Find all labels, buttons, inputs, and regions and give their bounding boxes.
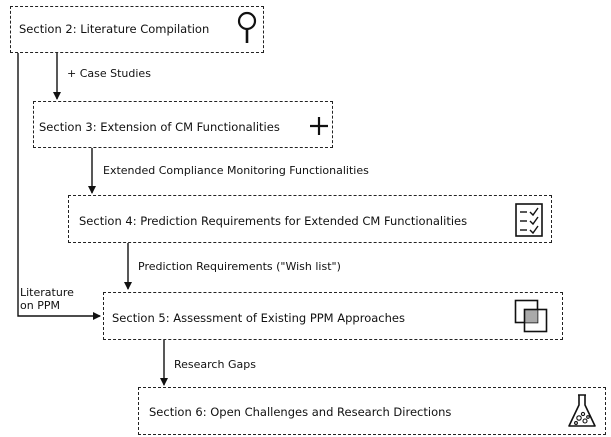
edge-label-case-studies: + Case Studies xyxy=(67,67,151,80)
section-3-label: Section 3: Extension of CM Functionaliti… xyxy=(39,120,280,134)
magnifier-icon xyxy=(237,11,257,43)
edge-label-literature: Literature xyxy=(20,286,74,299)
edge-label-research-gaps: Research Gaps xyxy=(174,358,256,371)
section-6-label: Section 6: Open Challenges and Research … xyxy=(149,405,452,419)
section-2-label: Section 2: Literature Compilation xyxy=(19,22,210,36)
section-6-box: Section 6: Open Challenges and Research … xyxy=(138,387,606,435)
overlapping-squares-icon xyxy=(514,299,548,333)
edge-label-extended-cm: Extended Compliance Monitoring Functiona… xyxy=(103,164,369,177)
section-2-box: Section 2: Literature Compilation xyxy=(10,6,264,53)
section-5-box: Section 5: Assessment of Existing PPM Ap… xyxy=(103,292,563,340)
flask-icon xyxy=(568,394,596,427)
section-3-box: Section 3: Extension of CM Functionaliti… xyxy=(33,101,333,148)
edge-label-prediction-requirements: Prediction Requirements ("Wish list") xyxy=(138,260,341,273)
section-5-label: Section 5: Assessment of Existing PPM Ap… xyxy=(112,311,405,325)
section-4-label: Section 4: Prediction Requirements for E… xyxy=(79,214,468,228)
edge-label-on-ppm: on PPM xyxy=(20,299,60,312)
section-4-box: Section 4: Prediction Requirements for E… xyxy=(68,195,552,243)
plus-icon xyxy=(310,117,328,135)
checklist-icon xyxy=(515,203,543,237)
arrow-s2-to-s5 xyxy=(17,53,101,320)
